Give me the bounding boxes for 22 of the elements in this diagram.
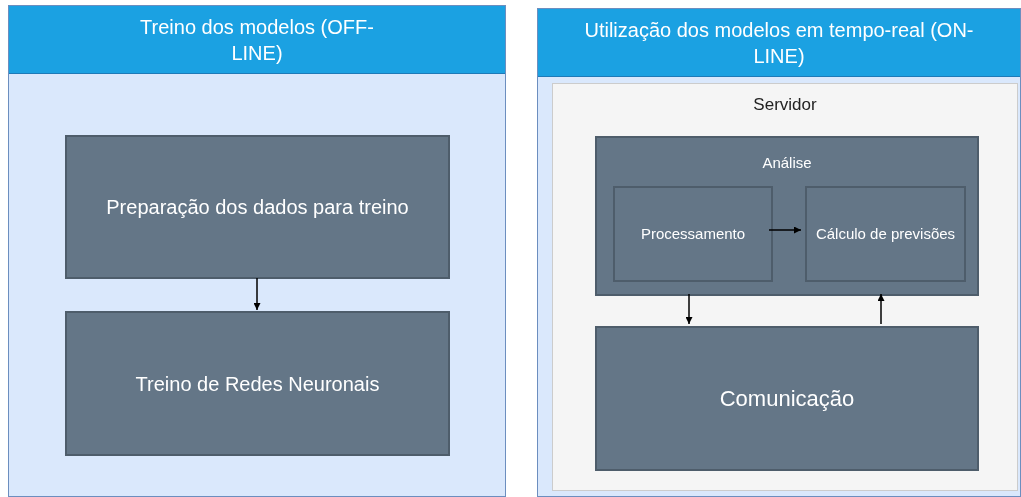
process-box [65, 135, 450, 279]
panel-title: Utilização dos modelos em tempo-real (ON-LINE) [583, 17, 975, 69]
group-box [595, 136, 979, 296]
panel-title: Treino dos modelos (OFF-LINE) [139, 14, 375, 66]
box-label: Cálculo de previsões [815, 224, 956, 244]
box-label: Preparação dos dados para treino [106, 195, 409, 220]
arrow [768, 226, 802, 234]
box-label: Comunicação [719, 385, 855, 413]
process-box [595, 326, 979, 471]
process-box [613, 186, 773, 282]
section-panel [537, 8, 1021, 497]
group-label: Análise [762, 153, 812, 173]
arrow [685, 293, 693, 325]
arrow [877, 293, 885, 325]
process-box [65, 311, 450, 456]
server-container [552, 83, 1018, 491]
arrow [253, 277, 261, 311]
box-label: Processamento [640, 224, 746, 244]
container-label: Servidor [753, 94, 817, 116]
process-box [805, 186, 966, 282]
section-panel [8, 5, 506, 497]
box-label: Treino de Redes Neuronais [135, 371, 380, 397]
